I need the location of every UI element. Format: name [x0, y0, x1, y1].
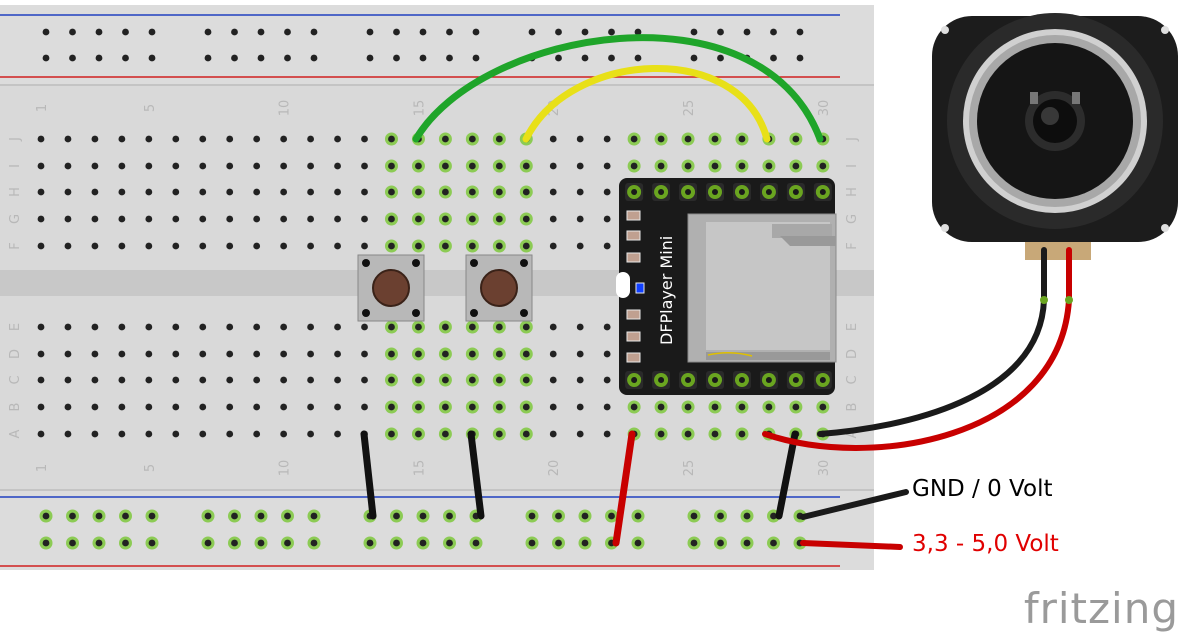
- row-letter: J: [8, 137, 23, 142]
- vcc-label: 3,3 - 5,0 Volt: [912, 531, 1059, 557]
- column-number: 10: [278, 460, 293, 477]
- push-button-1[interactable]: [357, 254, 425, 322]
- wire-black-1: [360, 430, 377, 520]
- column-number: 1: [35, 104, 50, 112]
- bottom-power-rail: [0, 490, 874, 570]
- speaker: [932, 13, 1178, 260]
- push-button-2[interactable]: [465, 254, 533, 322]
- gnd-label: GND / 0 Volt: [912, 476, 1053, 502]
- column-number: 30: [817, 460, 832, 477]
- column-number: 1: [35, 464, 50, 472]
- column-number: 5: [143, 464, 158, 472]
- speaker-wire-red: [762, 247, 1072, 451]
- row-letter: D: [845, 349, 860, 359]
- column-number: 25: [682, 460, 697, 477]
- smd-components: [626, 210, 645, 363]
- row-letter: E: [845, 323, 860, 331]
- column-number: 15: [412, 100, 427, 117]
- wire-green: [412, 34, 824, 143]
- row-letter: I: [845, 164, 860, 168]
- row-letter: A: [845, 429, 860, 438]
- column-number: 25: [682, 100, 697, 117]
- gnd-lead: [800, 489, 909, 520]
- row-letter: D: [8, 349, 23, 359]
- column-number: 30: [817, 100, 832, 117]
- row-letter: A: [8, 429, 23, 438]
- row-letter: C: [8, 375, 23, 384]
- vcc-lead: [800, 540, 903, 550]
- row-letter: H: [845, 187, 860, 197]
- fritzing-logo: fritzing: [1023, 584, 1179, 633]
- module-label: DFPlayer Mini: [657, 236, 676, 345]
- speaker-wire-black: [817, 247, 1047, 437]
- led-icon: [635, 282, 645, 294]
- sd-card-slot: [687, 213, 837, 363]
- wire-black-gnd: [775, 430, 799, 520]
- top-power-rail: [0, 5, 874, 85]
- column-number: 5: [143, 104, 158, 112]
- row-letter: G: [8, 214, 23, 224]
- row-letter: C: [845, 375, 860, 384]
- row-letter: G: [845, 214, 860, 224]
- wire-yellow: [522, 65, 771, 143]
- row-letter: F: [845, 242, 860, 249]
- column-number: 20: [547, 460, 562, 477]
- wire-red-power: [612, 430, 636, 547]
- row-letter: I: [8, 164, 23, 168]
- wires: [360, 34, 1073, 550]
- dfplayer-mini-module: DFPlayer Mini: [616, 178, 837, 395]
- column-number: 15: [412, 460, 427, 477]
- column-number: 10: [278, 100, 293, 117]
- row-letter: B: [8, 403, 23, 412]
- row-letter: F: [8, 242, 23, 249]
- wire-black-2: [467, 430, 485, 520]
- row-letter: J: [845, 137, 860, 142]
- row-letter: H: [8, 187, 23, 197]
- row-letter: B: [845, 403, 860, 412]
- row-letter: E: [8, 323, 23, 331]
